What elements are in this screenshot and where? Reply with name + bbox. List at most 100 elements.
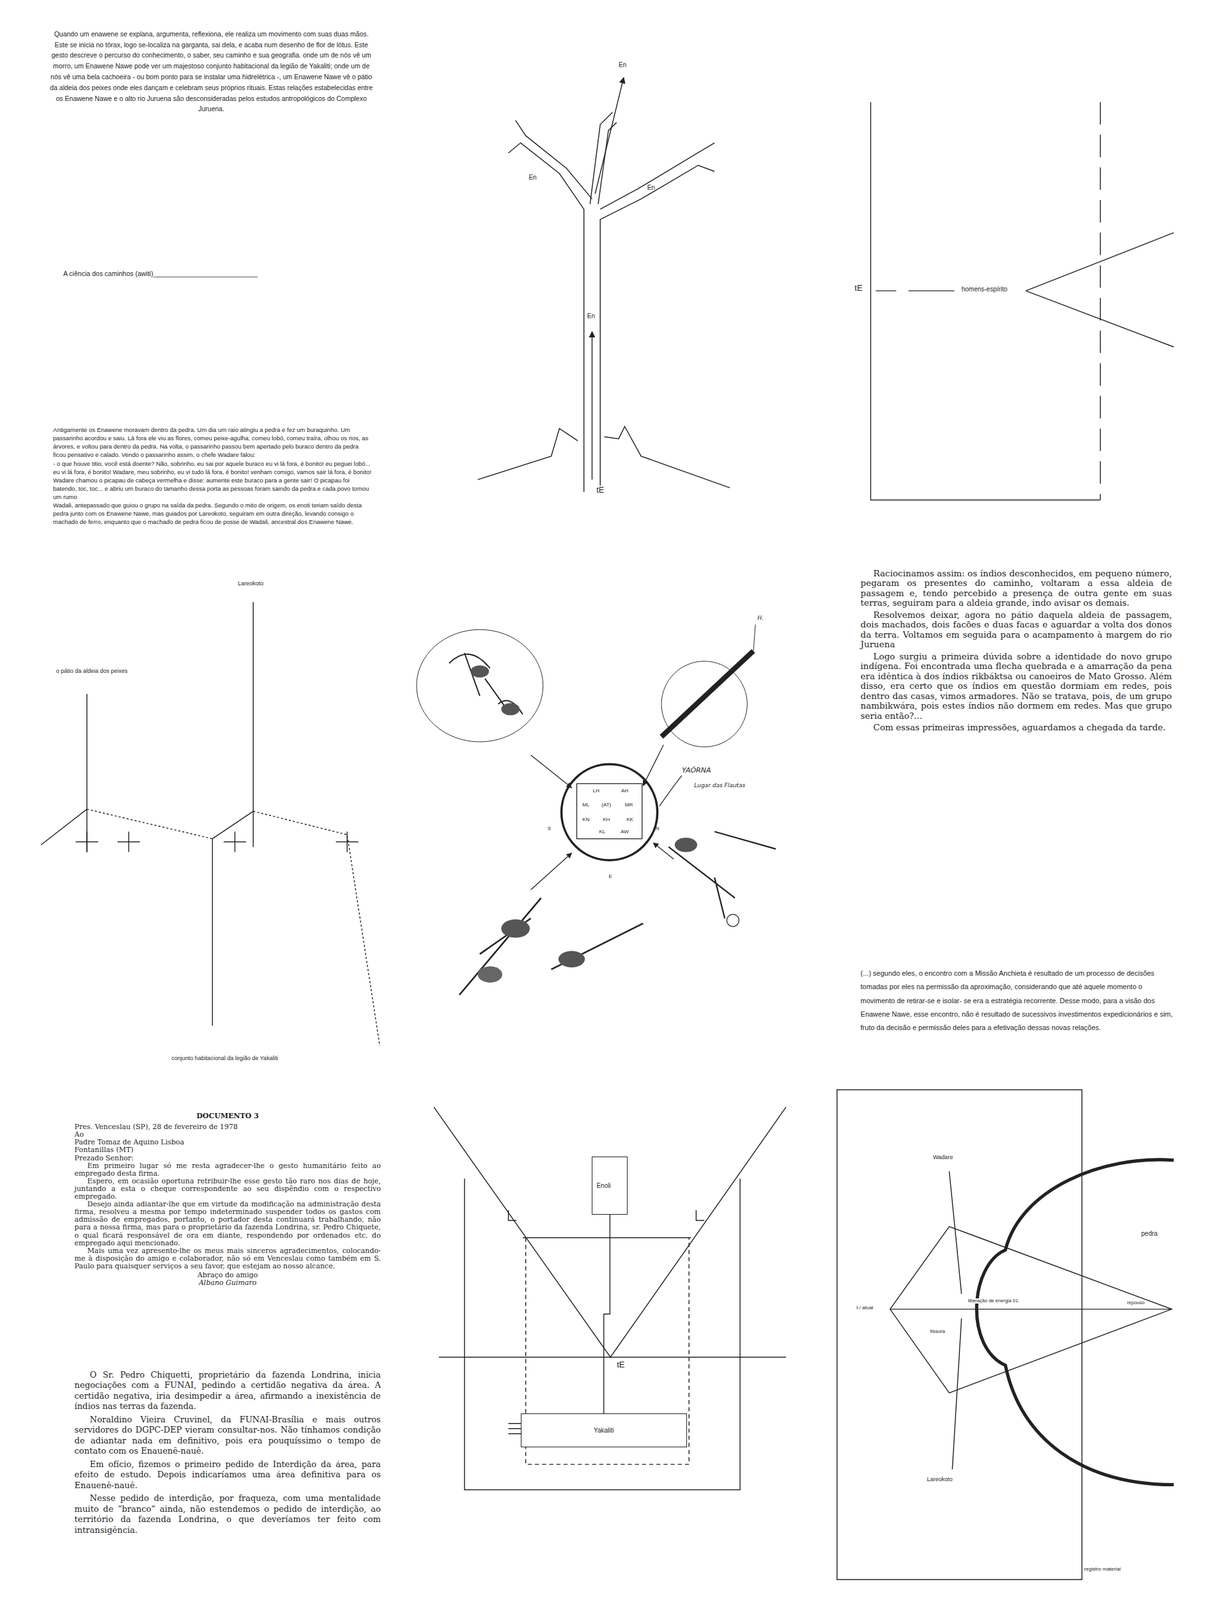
- flute-sketches-stroke: [561, 764, 658, 861]
- flute-sketches-stroke: [478, 966, 503, 983]
- landscape-profile-stroke: [86, 601, 254, 1026]
- letter-text: Pres. Venceslau (SP), 28 de fevereiro de…: [74, 1123, 381, 1132]
- path-label: En: [618, 61, 627, 69]
- flute-sketches-stroke: [674, 837, 698, 852]
- time-marker: tE: [853, 283, 864, 293]
- flute-sketches-stroke: [642, 745, 664, 787]
- position-code: AW: [620, 828, 629, 835]
- stone-diagram-stroke: [837, 1090, 1082, 1581]
- letter-text: Padre Tomaz de Aquino Lisboa: [74, 1138, 381, 1147]
- report-text: Em ofício, fizemos o primeiro pedido de …: [74, 1459, 381, 1492]
- connector-line: [603, 1214, 611, 1414]
- handwritten-note: Lugar das Flautas: [694, 782, 746, 790]
- figure-label: liberação de energia 01.: [966, 1298, 1021, 1304]
- village-plan-stroke: [439, 1356, 787, 1358]
- flute-sketches-stroke: [558, 950, 586, 968]
- letter-signature: Albano Guimaro: [74, 1279, 381, 1288]
- tree-diagram-stroke: [594, 77, 624, 194]
- flute-sketches: [416, 624, 776, 996]
- compass-letter: E: [609, 874, 613, 880]
- tree-diagram-stroke: [600, 165, 715, 493]
- position-code: MR: [625, 802, 633, 809]
- time-marker: tE: [594, 485, 606, 495]
- figure-label: registro material: [1083, 1566, 1121, 1573]
- path-label: En: [586, 312, 597, 320]
- flute-sketches-stroke: [753, 624, 756, 654]
- position-code: KK: [626, 816, 634, 823]
- landscape-profile-stroke: [86, 809, 380, 1046]
- path-label: En: [528, 173, 537, 181]
- report-text: Resolvemos deixar, agora no pátio daquel…: [860, 610, 1173, 650]
- flute-sketches-stroke: [661, 651, 754, 737]
- stone-diagram-stroke: [949, 1171, 962, 1470]
- figure-label: t / atual: [856, 1305, 873, 1312]
- position-code: AH: [621, 788, 629, 795]
- handwritten-note: YAÕRNA: [681, 766, 711, 775]
- compass-letter: S: [547, 826, 551, 833]
- report-text: O Sr. Pedro Chiquetti, proprietário da f…: [74, 1370, 381, 1413]
- flute-sketches-stroke: [501, 919, 530, 939]
- flute-sketches-stroke: [531, 853, 572, 890]
- spirit-frame-stroke: [1099, 102, 1101, 501]
- landscape-profile-stroke: [40, 809, 254, 845]
- handwritten-note: H.: [757, 615, 764, 622]
- spirit-frame-stroke: [870, 102, 1100, 501]
- figure-label: Lareokoto: [926, 1476, 953, 1484]
- flute-sketches-stroke: [577, 783, 643, 839]
- landscape-profile-stroke: [75, 832, 358, 853]
- quote-text: (...) segundo eles, o encontro com a Mis…: [860, 966, 1178, 1036]
- place-label: conjunto habitacional da legião de Yakal…: [171, 1055, 278, 1063]
- place-label: o pátio da aldeia dos peixes: [56, 668, 128, 675]
- tree-diagram-stroke: [515, 120, 593, 199]
- letter-text: Em primeiro lugar só me resta agradecer-…: [74, 1162, 381, 1178]
- figure-label: Wadare: [933, 1154, 953, 1162]
- myth-text: Antigamente os Enawene moravam dentro da…: [53, 425, 372, 459]
- position-code: ML: [582, 802, 590, 809]
- village-plan-stroke: [464, 1178, 741, 1490]
- letter-text: Prezado Senhor:: [74, 1154, 381, 1163]
- path-label: En: [647, 184, 656, 192]
- myth-text: Wadali, antepassado que guiou o grupo na…: [53, 501, 372, 526]
- letter-text: Espero, em ocasião oportuna retribuir-lh…: [74, 1177, 381, 1201]
- flute-sketches-stroke: [668, 832, 776, 919]
- flute-sketches-stroke: [531, 755, 572, 788]
- spirit-frame-stroke: [1025, 232, 1174, 348]
- tree-diagram-stroke: [478, 428, 579, 480]
- letter-text: Desejo ainda adiantar-lhe que em virtude…: [74, 1200, 381, 1248]
- time-marker: tE: [615, 1360, 626, 1370]
- tree-diagram-stroke: [598, 122, 617, 205]
- report-text: Logo surgiu a primeira dúvida sobre a id…: [860, 651, 1173, 722]
- box-label: Yakaliti: [593, 1427, 615, 1435]
- spirit-frame: [870, 102, 1174, 501]
- flute-sketches-stroke: [416, 629, 544, 742]
- letter-text: Fontanillas (MT): [74, 1146, 381, 1155]
- compass-letter: N: [655, 826, 660, 833]
- flute-sketches-stroke: [470, 665, 489, 678]
- position-code: (AT): [601, 802, 611, 809]
- letter-signoff: Abraço do amigo: [74, 1271, 381, 1280]
- intro-text: Quando um enawene se explana, argumenta,…: [49, 28, 374, 115]
- flute-sketches-stroke: [459, 897, 643, 996]
- stone-diagram-stroke: [890, 1227, 1173, 1394]
- tree-diagram-stroke: [604, 426, 730, 489]
- stone-diagram: [837, 1090, 1174, 1581]
- section-heading: A ciência dos caminhos (awiti)__________…: [63, 269, 258, 278]
- flute-sketches-stroke: [653, 842, 674, 860]
- village-plan: [433, 1107, 787, 1491]
- report-text: Nesse pedido de interdição, por fraqueza…: [74, 1493, 381, 1536]
- letter-text: Mais uma vez apresento-lhe os meus mais …: [74, 1247, 381, 1271]
- tree-diagram-stroke: [600, 143, 715, 210]
- place-label: Lareokoto: [237, 580, 264, 588]
- tree-diagram-stroke: [589, 112, 613, 205]
- flute-sketches-stroke: [659, 775, 682, 807]
- myth-text: - o que houve titio, você está doente? N…: [53, 459, 372, 502]
- flute-sketches-stroke: [661, 661, 748, 748]
- letter-text: Ao: [74, 1131, 381, 1139]
- figure-label: fissura: [929, 1329, 946, 1336]
- report-text: Raciocinamos assim: os índios desconheci…: [860, 568, 1173, 609]
- report-text: Com essas primeiras impressões, aguardam…: [860, 722, 1173, 734]
